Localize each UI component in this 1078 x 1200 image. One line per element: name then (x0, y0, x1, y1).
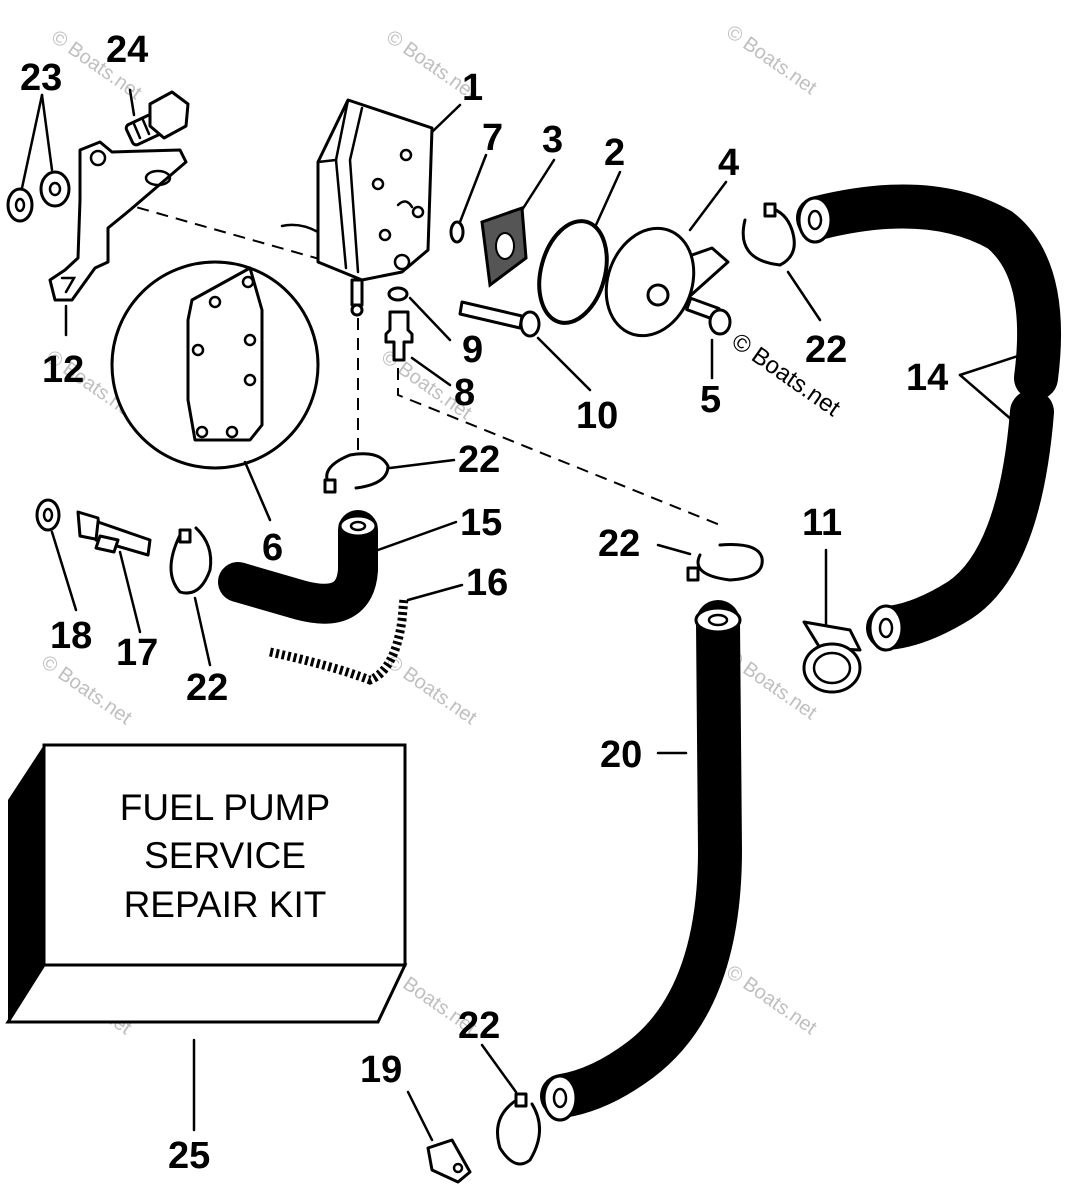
bracket-icon (48, 140, 188, 302)
watermark: © Boats.net (722, 961, 821, 1039)
callout-22-top: 22 (805, 329, 847, 371)
gasket-detail-icon (110, 223, 320, 522)
callout-1: 1 (462, 67, 483, 109)
watermark: © Boats.net (722, 21, 821, 99)
o-ring-small-icon (387, 286, 409, 302)
callouts: 1 7 3 2 4 22 5 10 9 8 24 23 12 14 6 22 1… (20, 29, 948, 1177)
callout-22-right: 22 (598, 523, 640, 565)
screw-icon (685, 296, 732, 336)
callout-6: 6 (262, 527, 283, 569)
bolt-icon (124, 90, 190, 147)
fuel-hose-upper-icon (796, 184, 1062, 400)
callout-22-bottom: 22 (458, 1005, 500, 1047)
clip-icon (426, 1138, 472, 1184)
callout-4: 4 (718, 142, 739, 184)
callout-25: 25 (168, 1135, 210, 1177)
kit-label-line1: FUEL PUMP (120, 787, 330, 828)
callout-23: 23 (20, 57, 62, 99)
callout-15: 15 (460, 502, 502, 544)
screen-filter-icon (480, 205, 528, 288)
callout-8: 8 (454, 372, 475, 414)
leader-lines (20, 88, 1032, 1142)
fuel-pump-icon (316, 98, 434, 317)
spring-icon (269, 597, 409, 685)
callout-20: 20 (600, 734, 642, 776)
kit-label-line3: REPAIR KIT (124, 884, 327, 925)
callout-22-mid: 22 (458, 439, 500, 481)
callout-19: 19 (360, 1049, 402, 1091)
repair-kit-box: FUEL PUMP SERVICE REPAIR KIT (5, 743, 408, 1024)
watermark: © Boats.net (382, 651, 481, 729)
fitting-icon (384, 310, 414, 362)
long-screw-icon (458, 300, 541, 338)
hose-clip-icon (741, 202, 796, 267)
callout-12: 12 (42, 349, 84, 391)
callout-22-left: 22 (186, 667, 228, 709)
callout-11: 11 (802, 502, 842, 544)
hose-clip-icon (169, 526, 213, 595)
hose-clip-icon (686, 543, 764, 582)
callout-2: 2 (604, 132, 625, 174)
callout-24: 24 (106, 29, 148, 71)
hose-clip-icon (496, 1092, 541, 1166)
hose-fitting-icon (76, 510, 152, 557)
fuel-hose-long-icon (540, 600, 742, 1122)
callout-3: 3 (542, 119, 563, 161)
callout-7: 7 (482, 117, 503, 159)
callout-16: 16 (466, 562, 508, 604)
elbow-hose-icon (218, 510, 378, 624)
cover-fitting-icon (604, 226, 730, 338)
callout-10: 10 (576, 395, 618, 437)
callout-18: 18 (50, 615, 92, 657)
callout-5: 5 (700, 379, 721, 421)
washer-icon (35, 498, 61, 532)
callout-14: 14 (906, 357, 948, 399)
clamp-icon (802, 620, 862, 694)
fuel-hose-lower-icon (866, 390, 1054, 652)
assembly-lines (117, 201, 721, 526)
o-ring-icon (449, 220, 465, 244)
washers-icon (6, 170, 71, 223)
callout-17: 17 (116, 632, 158, 674)
callout-9: 9 (462, 329, 483, 371)
kit-label-line2: SERVICE (144, 835, 306, 876)
hose-clip-icon (323, 452, 390, 494)
diaphragm-ring-icon (537, 219, 609, 325)
